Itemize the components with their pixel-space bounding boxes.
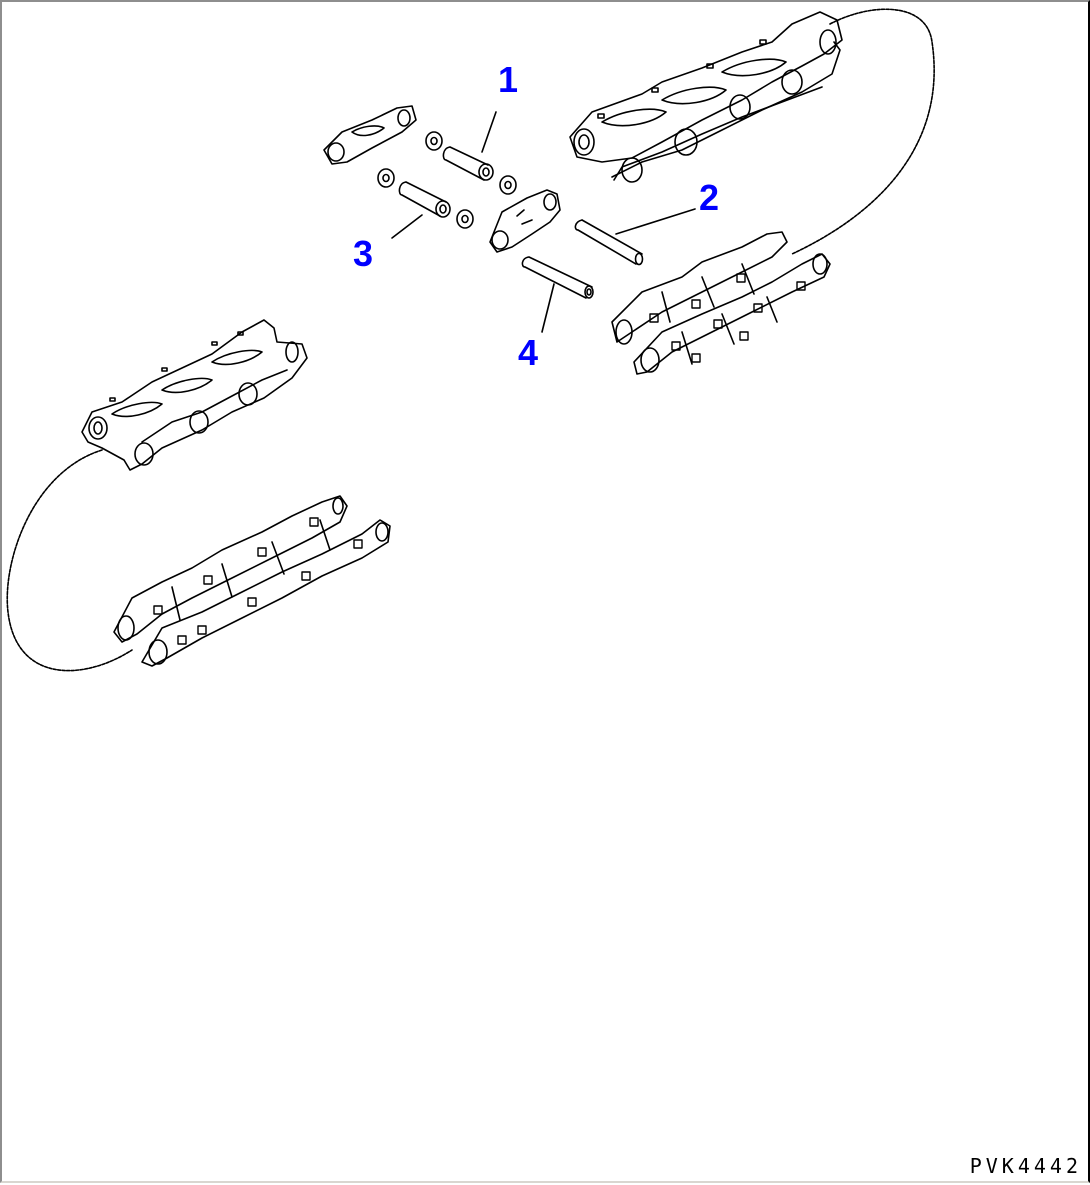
pin-part-4 (521, 256, 594, 299)
chain-section-lower-right (611, 231, 831, 375)
bushing-part-3 (398, 181, 451, 218)
callout-4: 4 (518, 332, 539, 373)
pin-part-2 (574, 219, 644, 266)
drawing-code-label: PVK4442 (969, 1154, 1082, 1178)
leader-line-2 (615, 208, 696, 235)
leader-line-3 (391, 214, 423, 239)
master-link-right (489, 189, 561, 253)
chain-section-upper-right (569, 11, 843, 183)
leader-line-1 (481, 111, 497, 153)
master-link-left (323, 105, 417, 165)
chain-continuation-loop-right (791, 8, 935, 255)
callout-2: 2 (699, 177, 720, 218)
bushing-part-1 (442, 146, 494, 181)
seal-rings (377, 131, 517, 229)
callout-3: 3 (353, 233, 374, 274)
chain-continuation-loop-left (6, 449, 133, 672)
chain-section-upper-left (81, 319, 308, 471)
chain-section-lower-left (113, 495, 391, 667)
callout-1: 1 (498, 59, 519, 100)
leader-line-4 (541, 283, 555, 333)
